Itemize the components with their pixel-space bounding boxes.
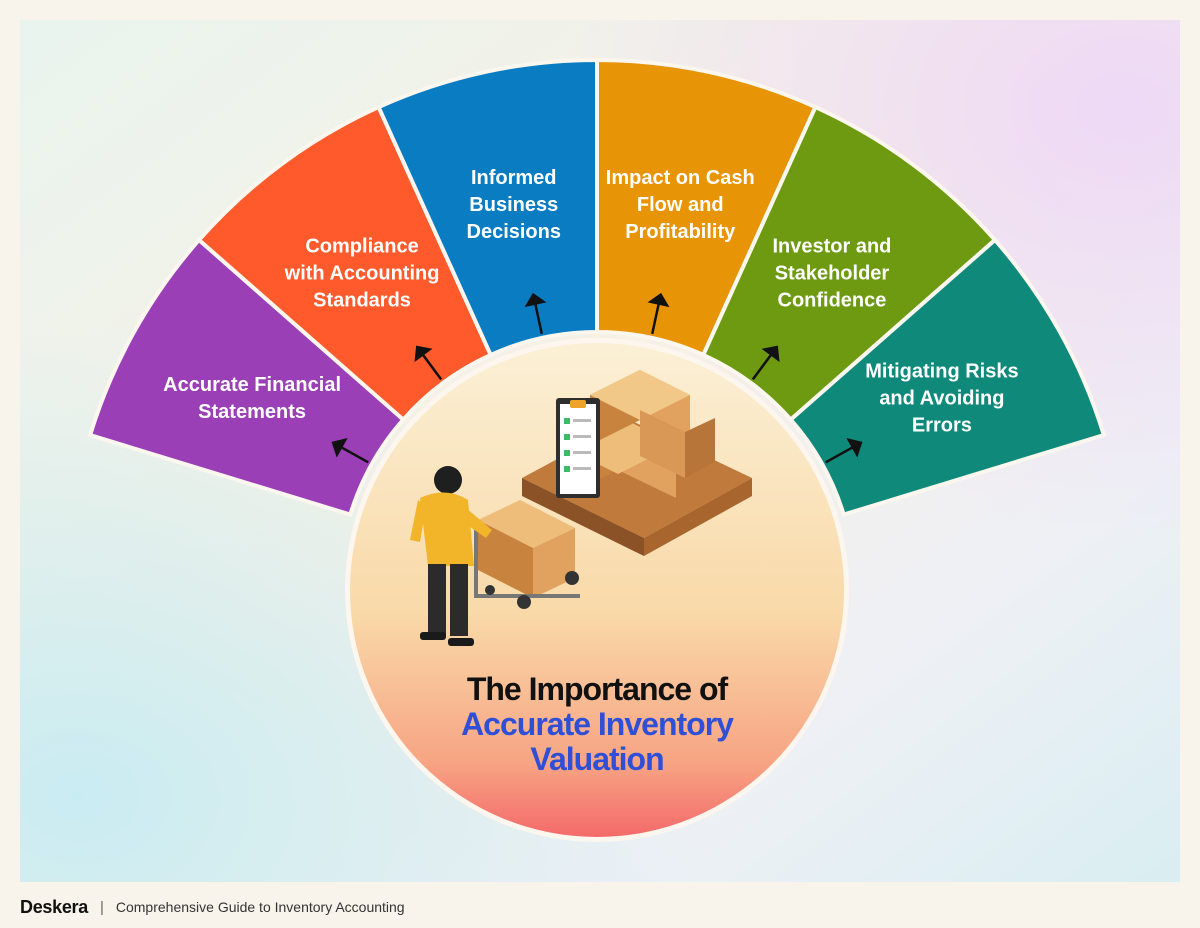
arrow-head-icon [414, 345, 433, 363]
seg-investor-confidence-label: Confidence [778, 289, 887, 311]
seg-accurate-financial-statements-label: Statements [198, 401, 306, 423]
seg-mitigating-risks-label: and Avoiding [879, 387, 1004, 409]
footer-separator: | [99, 898, 104, 916]
title-line-2: Accurate Inventory [461, 706, 734, 742]
seg-informed-decisions-label: Business [469, 194, 558, 216]
brand-logo: Deskera [20, 896, 88, 917]
arrows-group [331, 292, 863, 464]
arrow-head-icon [524, 292, 547, 308]
seg-accurate-financial-statements-label: Accurate Financial [163, 374, 341, 396]
arrow-head-icon [331, 438, 348, 458]
seg-compliance-label: Compliance [305, 235, 418, 257]
seg-informed-decisions-label: Decisions [467, 221, 561, 243]
title-line-1: The Importance of [467, 671, 729, 707]
arrow-head-icon [846, 438, 863, 458]
seg-informed-decisions-label: Informed [471, 167, 557, 189]
arrow-head-icon [761, 345, 780, 363]
footer: Deskera | Comprehensive Guide to Invento… [20, 893, 405, 921]
seg-compliance-label: Standards [313, 289, 411, 311]
center-title: The Importance of Accurate Inventory Val… [461, 671, 735, 777]
seg-cash-flow-label: Impact on Cash [606, 167, 755, 189]
seg-investor-confidence-label: Stakeholder [775, 262, 890, 284]
footer-subtitle: Comprehensive Guide to Inventory Account… [115, 899, 405, 915]
pallet-boxes-illustration [522, 370, 752, 556]
seg-compliance-label: with Accounting [284, 262, 440, 284]
seg-investor-confidence-label: Investor and [772, 235, 891, 257]
seg-mitigating-risks-label: Mitigating Risks [865, 360, 1018, 382]
seg-cash-flow-label: Profitability [625, 221, 736, 243]
worker-cart-illustration [410, 466, 580, 646]
seg-mitigating-risks [787, 237, 1107, 518]
arrow-head-icon [647, 292, 670, 308]
title-line-3: Valuation [530, 741, 663, 777]
seg-cash-flow-label: Flow and [637, 194, 724, 216]
seg-mitigating-risks-label: Errors [912, 414, 972, 436]
